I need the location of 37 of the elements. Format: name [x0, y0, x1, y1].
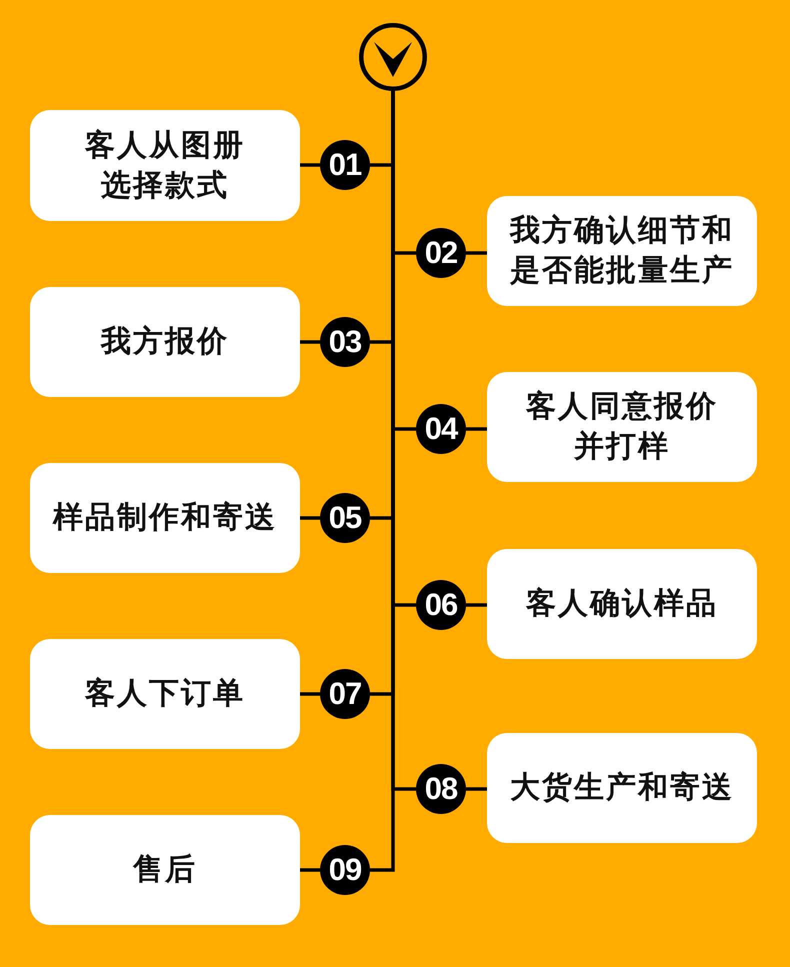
step-text: 售后 — [133, 851, 197, 889]
step-number-circle: 01 — [320, 140, 370, 190]
down-chevron-icon — [359, 23, 427, 91]
connector-line — [466, 251, 487, 255]
step-card — [487, 372, 757, 482]
step-text: 我方报价 — [101, 323, 229, 361]
step-text: 客人确认样品 — [526, 585, 718, 623]
step-card — [30, 287, 300, 397]
connector-line — [466, 603, 487, 607]
step-number-circle: 08 — [416, 764, 466, 814]
step-card — [487, 733, 757, 843]
step-number-circle: 07 — [320, 669, 370, 719]
connector-line — [300, 868, 320, 872]
step-number-circle: 09 — [320, 845, 370, 895]
connector-line — [300, 163, 320, 167]
step-card — [30, 110, 300, 221]
step-text: 客人下订单 — [85, 675, 245, 713]
connector-line — [466, 427, 487, 431]
step-text: 客人从图册选择款式 — [84, 126, 246, 204]
step-number-circle: 04 — [416, 404, 466, 454]
step-card — [30, 463, 300, 573]
step-number-circle: 02 — [416, 228, 466, 278]
step-card — [487, 196, 757, 306]
connector-line — [300, 516, 320, 520]
connector-line — [466, 787, 487, 791]
step-card — [487, 549, 757, 659]
step-card — [30, 639, 300, 749]
step-text: 样品制作和寄送 — [53, 499, 277, 537]
step-number-circle: 06 — [416, 580, 466, 630]
step-number-circle: 03 — [320, 317, 370, 367]
connector-line — [300, 340, 320, 344]
connector-line — [300, 692, 320, 696]
step-text: 大货生产和寄送 — [510, 769, 734, 807]
step-number-circle: 05 — [320, 493, 370, 543]
step-text: 客人同意报价并打样 — [524, 388, 719, 466]
step-text: 我方确认细节和是否能批量生产 — [508, 212, 735, 290]
step-card — [30, 815, 300, 925]
